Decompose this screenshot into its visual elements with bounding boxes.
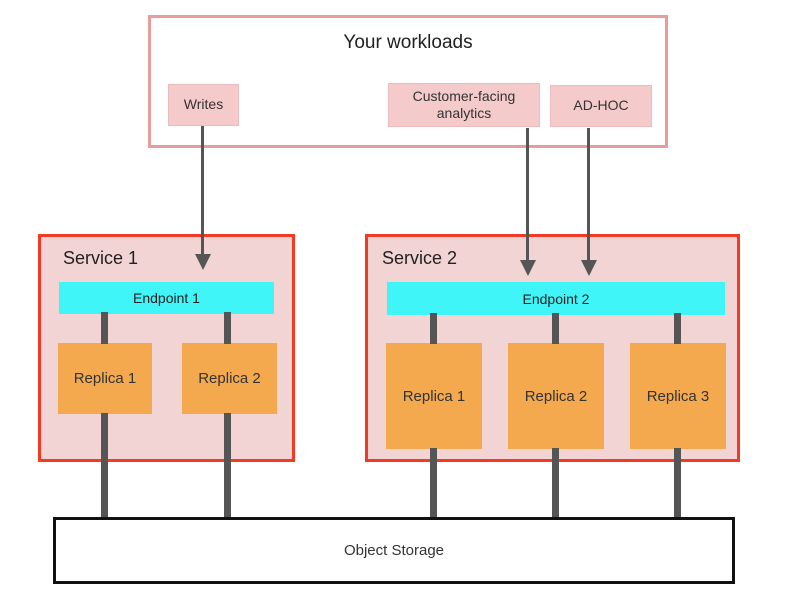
service-1-replica-1: Replica 1 xyxy=(58,343,152,414)
connector-endpoint2-replica1 xyxy=(430,313,437,344)
workload-adhoc-box: AD-HOC xyxy=(550,85,652,127)
connector-s1-replica1-storage xyxy=(101,413,108,519)
service-1-endpoint: Endpoint 1 xyxy=(59,282,274,314)
connector-s2-replica1-storage xyxy=(430,448,437,519)
service-2-replica-3: Replica 3 xyxy=(630,343,726,449)
service-2-label: Service 2 xyxy=(382,248,458,268)
your-workloads-group: Your workloads Writes Customer-facing an… xyxy=(148,15,668,148)
service-2-box: Service 2 Endpoint 2 Replica 1 Replica 2… xyxy=(365,234,740,462)
arrow-head-icon xyxy=(520,260,536,276)
arrow-head-icon xyxy=(581,260,597,276)
workload-customer-facing-analytics-box: Customer-facing analytics xyxy=(388,83,540,127)
arrow-line xyxy=(526,128,529,260)
arrow-line xyxy=(201,126,204,256)
service-2-endpoint: Endpoint 2 xyxy=(387,282,725,315)
arrow-line xyxy=(587,128,590,260)
connector-endpoint1-replica2 xyxy=(224,312,231,344)
arrow-head-icon xyxy=(195,254,211,270)
workloads-title: Your workloads xyxy=(343,32,473,53)
workload-writes-box: Writes xyxy=(168,84,239,126)
connector-s2-replica2-storage xyxy=(552,448,559,519)
service-1-replica-2: Replica 2 xyxy=(182,343,277,414)
connector-endpoint2-replica2 xyxy=(552,313,559,344)
service-2-replica-2: Replica 2 xyxy=(508,343,604,449)
service-2-replica-1: Replica 1 xyxy=(386,343,482,449)
connector-endpoint1-replica1 xyxy=(101,312,108,344)
connector-s2-replica3-storage xyxy=(674,448,681,519)
service-1-box: Service 1 Endpoint 1 Replica 1 Replica 2 xyxy=(38,234,295,462)
connector-endpoint2-replica3 xyxy=(674,313,681,344)
service-1-label: Service 1 xyxy=(63,248,139,268)
connector-s1-replica2-storage xyxy=(224,413,231,519)
object-storage-box: Object Storage xyxy=(53,517,735,584)
